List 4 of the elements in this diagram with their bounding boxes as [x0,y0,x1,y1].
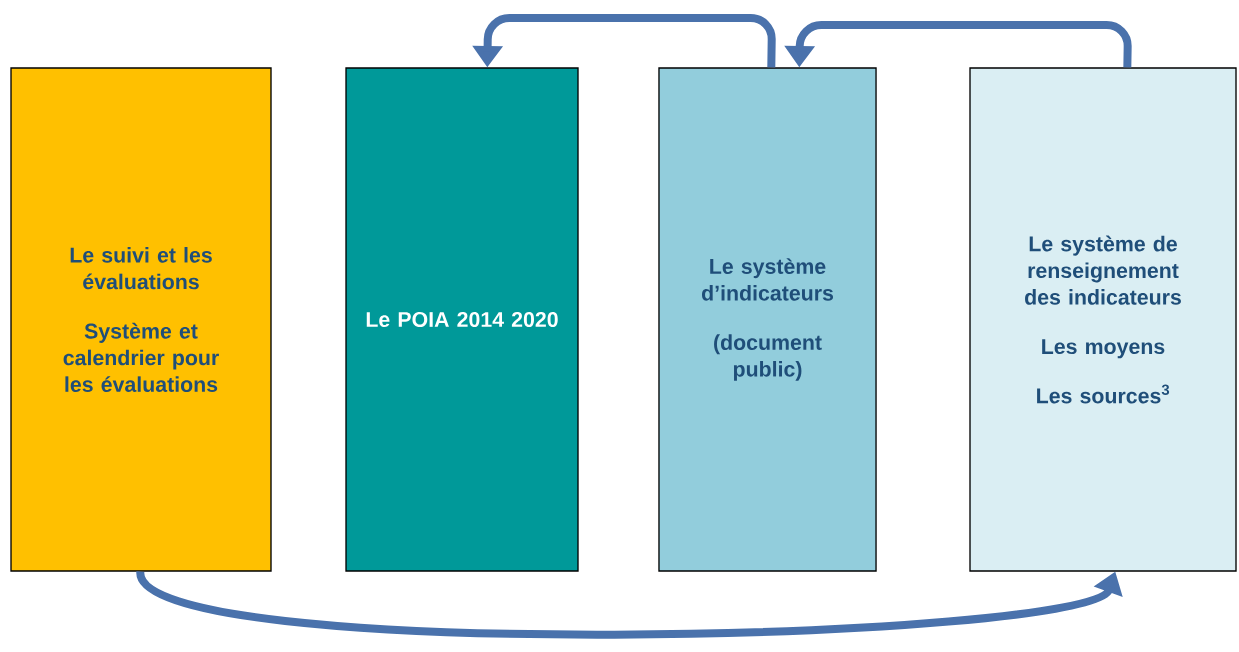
process-box: Le système d’indicateurs (document public) [658,67,877,572]
process-box: Le suivi et les évaluations Système et calendrier pour les évaluations [10,67,272,572]
process-box: Le système de renseignement des indicateurs Les moyens Les sources$^{3}$ [969,67,1237,572]
process-box: Le POIA 2014 2020 [345,67,579,572]
